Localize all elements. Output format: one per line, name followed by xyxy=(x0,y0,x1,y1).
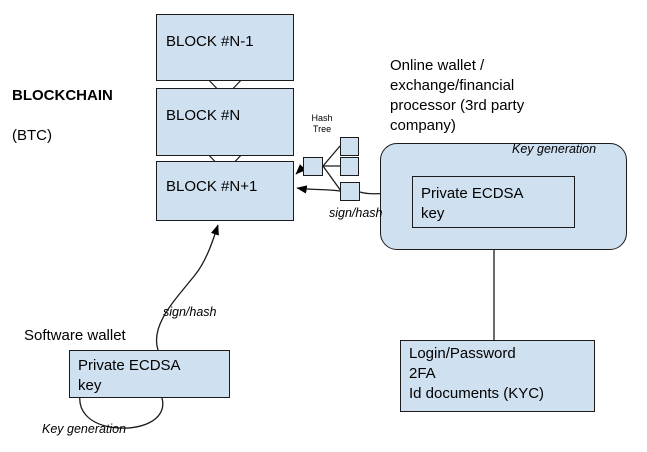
credentials-box[interactable] xyxy=(400,340,595,412)
block-n-minus-1[interactable] xyxy=(156,14,294,81)
online-wallet-caption: Online wallet / exchange/financial proce… xyxy=(390,57,525,134)
software-key-generation-label: Key generation xyxy=(42,422,127,436)
hash-tree-links xyxy=(322,145,342,192)
block-n[interactable] xyxy=(156,88,294,156)
hash-tree-leaf-node-3[interactable] xyxy=(340,182,360,201)
block-n-label: BLOCK #N xyxy=(166,107,241,124)
block-n-plus-1-label: BLOCK #N+1 xyxy=(166,178,258,195)
hash-tree-leaf-node-1[interactable] xyxy=(340,137,359,156)
online-sign-hash-label: sign/hash xyxy=(329,206,383,220)
software-sign-hash-label: sign/hash xyxy=(163,305,217,319)
hash-tree-root-node[interactable] xyxy=(303,157,323,176)
blockchain-title-sub: (BTC) xyxy=(12,127,52,144)
online-private-key-label: Private ECDSA key xyxy=(421,185,524,222)
software-wallet-caption: Software wallet xyxy=(24,327,126,344)
block-n-minus-1-label: BLOCK #N-1 xyxy=(166,33,254,50)
online-key-generation-label: Key generation xyxy=(512,142,597,156)
online-private-key-box[interactable] xyxy=(412,176,575,228)
hash-tree-label: Hash Tree xyxy=(311,113,333,134)
software-private-key-box[interactable] xyxy=(69,350,230,398)
hash-root-to-block-arrow xyxy=(295,164,306,175)
software-sign-hash-edge xyxy=(155,224,219,351)
credentials-label: Login/Password 2FA Id documents (KYC) xyxy=(409,345,545,402)
hash-tree-leaf-node-2[interactable] xyxy=(340,157,359,176)
blockchain-title: BLOCKCHAIN (BTC) xyxy=(12,66,113,146)
software-private-key-label: Private ECDSA key xyxy=(78,357,181,394)
block-n-plus-1[interactable] xyxy=(156,161,294,221)
blockchain-title-main: BLOCKCHAIN xyxy=(12,87,113,104)
